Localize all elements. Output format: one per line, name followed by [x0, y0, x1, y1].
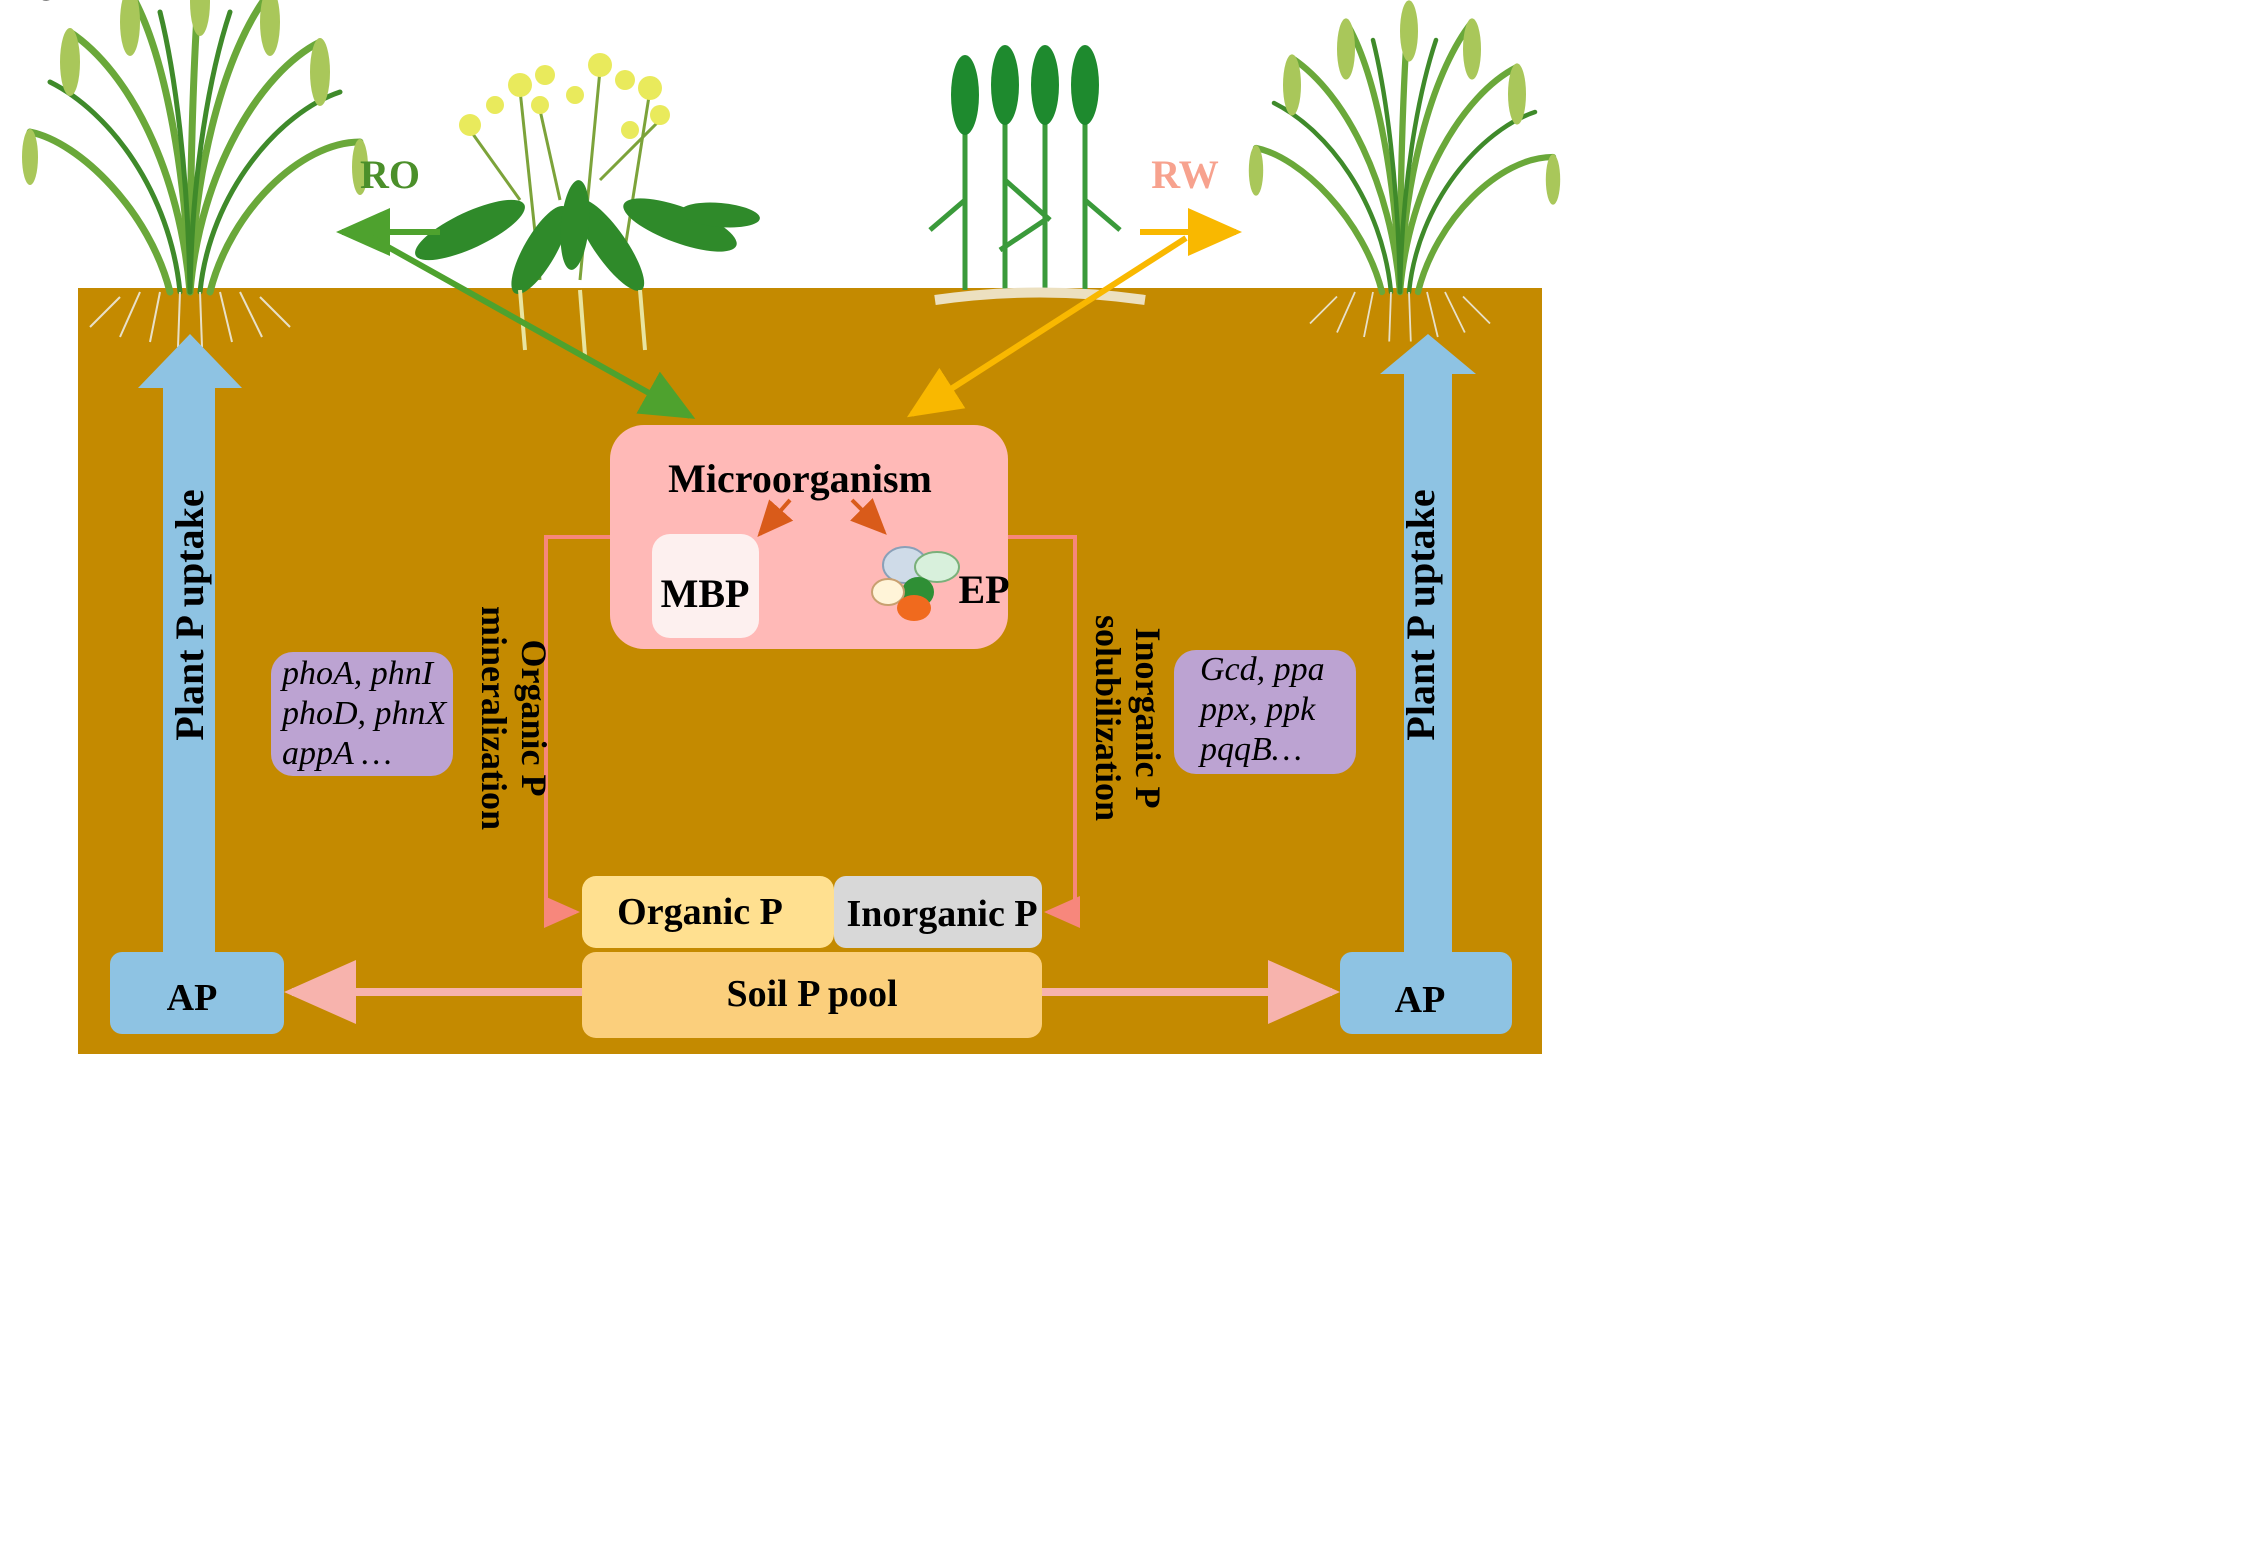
gene-right-1: Gcd, ppa	[1200, 651, 1325, 688]
ap-box-left	[110, 952, 284, 1034]
gene-box-left	[271, 652, 453, 776]
mbp-box	[652, 534, 759, 638]
ro-label: RO	[360, 152, 420, 197]
organic-process-line1: Organic P	[0, 0, 87, 9]
gene-right-3: pqqB…	[1198, 731, 1302, 768]
micro-arrow-to-ep	[850, 498, 887, 535]
ro-arrow-to-microbe	[370, 235, 696, 419]
organic-flow-line	[544, 535, 610, 928]
soil-p-pool-box	[582, 952, 1042, 1038]
rapeseed-plant-icon	[415, 53, 760, 356]
inorganic-p-label: Inorganic P	[846, 893, 1037, 935]
ap-label-right: AP	[1395, 979, 1446, 1021]
inorganic-process-line2-text: solubilization	[1088, 615, 1128, 821]
organic-process-label: Organic P	[0, 0, 87, 9]
organic-process-line2-text: mineralization	[474, 606, 514, 830]
gene-left-3: appA …	[282, 735, 392, 772]
plant-uptake-label-left: Plant P uptake	[167, 489, 212, 740]
organic-p-box	[582, 876, 834, 948]
microorganism-label: Microorganism	[668, 456, 932, 501]
ep-cluster-icon	[871, 546, 960, 621]
inorganic-flow-line	[1008, 535, 1080, 928]
organic-process-line1-text: Organic P	[514, 640, 554, 797]
plant-uptake-arrow-right	[1380, 334, 1476, 956]
soil-p-pool-label: Soil P pool	[726, 973, 897, 1015]
inorganic-p-box	[834, 876, 1042, 948]
rw-label: RW	[1151, 152, 1218, 197]
plant-uptake-arrow-left	[138, 334, 242, 956]
ap-label-left: AP	[167, 977, 218, 1019]
micro-arrow-to-mbp	[757, 498, 794, 537]
plant-uptake-label-right: Plant P uptake	[1398, 489, 1443, 740]
ep-label: EP	[958, 567, 1009, 612]
gene-left-2: phoD, phnX	[280, 695, 448, 732]
gene-right-2: ppx, ppk	[1198, 691, 1316, 728]
gene-box-right	[1174, 650, 1356, 774]
inorganic-process-line1-text: Inorganic P	[1128, 627, 1168, 808]
rw-arrow-to-microbe	[906, 235, 1188, 418]
mbp-label: MBP	[661, 571, 750, 616]
gene-left-1: phoA, phnI	[280, 655, 435, 692]
organic-p-label: Organic P	[617, 891, 783, 933]
wheat-plant-icon	[928, 45, 1146, 305]
ap-box-right	[1340, 952, 1512, 1034]
